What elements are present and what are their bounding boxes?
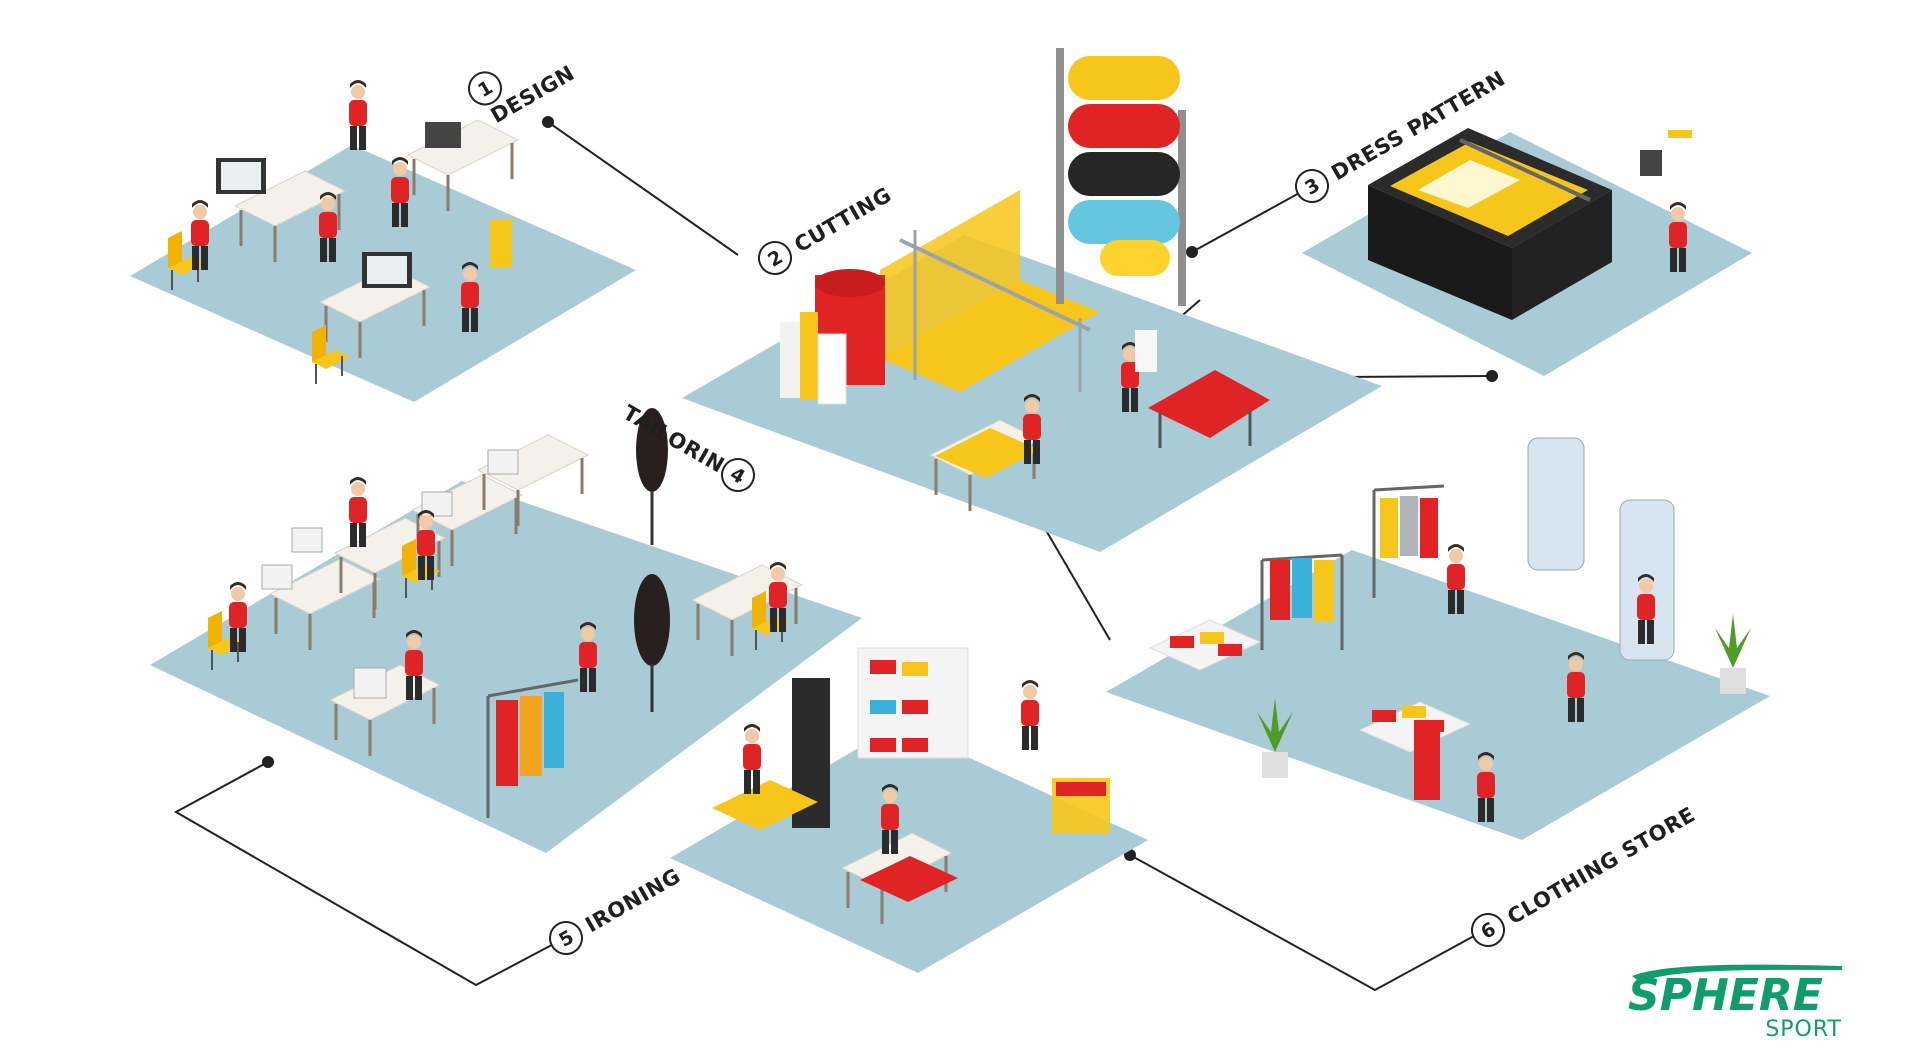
step-label: CUTTING xyxy=(790,183,895,258)
connector-cutting-store xyxy=(1191,185,1313,253)
tailoring-room xyxy=(207,408,804,818)
step-number-badge xyxy=(1471,913,1505,947)
logo-swoosh-icon xyxy=(1632,964,1842,982)
logo-brand-main: SPHERE xyxy=(1628,970,1823,1021)
logo-brand-sub: SPORT xyxy=(1765,1017,1842,1042)
fabric-rolls-rack xyxy=(1068,56,1180,276)
ironing-room xyxy=(712,647,1110,926)
mannequin-icon xyxy=(634,408,670,712)
step-design: 1 DESIGN xyxy=(468,61,579,128)
step-number-badge xyxy=(1295,169,1329,203)
step-ironing: 5 IRONING xyxy=(549,864,685,955)
step-number-badge xyxy=(721,458,755,492)
connector-design-cutting xyxy=(547,121,739,256)
design-room xyxy=(167,80,520,385)
connector-ironing-store xyxy=(1129,854,1486,992)
shelf-unit xyxy=(857,647,969,759)
sphere-sport-logo: SPHERE SPORT xyxy=(1628,964,1842,1042)
dress-pattern-room xyxy=(1368,128,1692,320)
laptop-icon xyxy=(425,122,461,148)
plant-icon xyxy=(1257,614,1751,778)
clothing-store xyxy=(1148,437,1751,822)
connector-tailoring-ironing xyxy=(173,761,566,987)
step-number-badge xyxy=(758,241,792,275)
step-label: IRONING xyxy=(581,864,684,938)
cutting-room xyxy=(780,48,1270,513)
step-number-badge xyxy=(468,71,502,106)
step-cutting: 2 CUTTING xyxy=(758,183,896,275)
floor-clothing-store xyxy=(1106,550,1770,840)
step-number-badge xyxy=(549,921,583,955)
